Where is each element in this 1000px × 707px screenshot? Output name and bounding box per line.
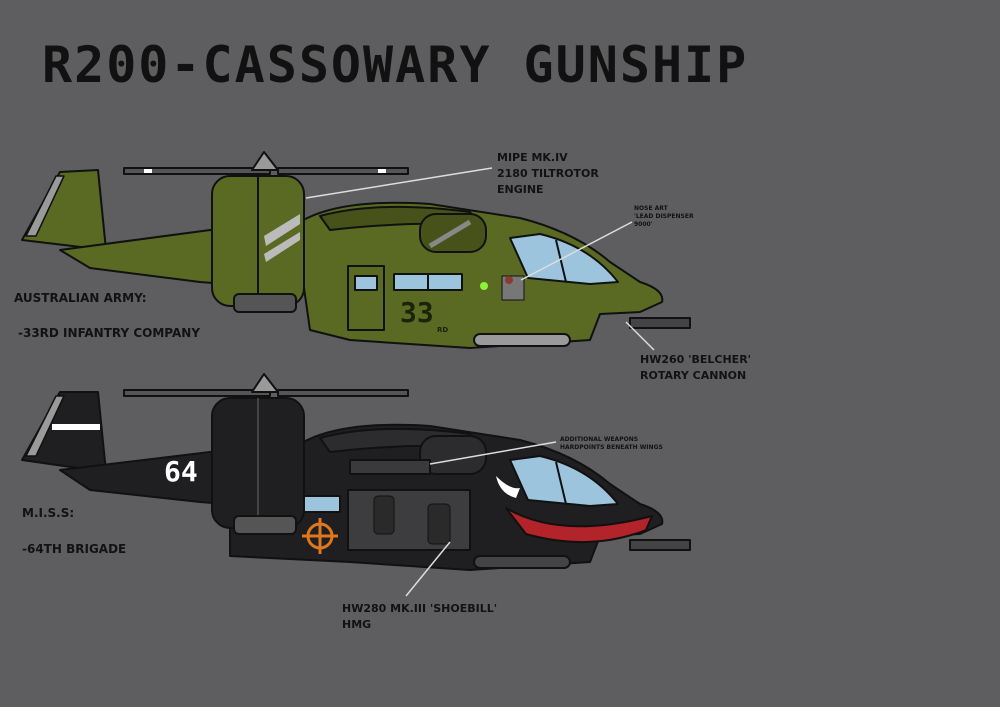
engine-label: MIPE MK.IV 2180 TILTROTOR ENGINE (497, 150, 599, 198)
wings-label: ADDITIONAL WEAPONS HARDPOINTS BENEATH WI… (560, 436, 663, 452)
nose-art-label-line: NOSE ART (634, 205, 668, 212)
page-title: R200-CASSOWARY GUNSHIP (42, 36, 749, 94)
engine-label-line: 2180 TILTROTOR (497, 167, 599, 180)
engine-label-line: MIPE MK.IV (497, 151, 568, 164)
top-fuselage (299, 201, 664, 349)
hmg-label: HW280 MK.III 'SHOEBILL' HMG (342, 601, 497, 633)
cannon-label: HW260 'BELCHER' ROTARY CANNON (640, 352, 751, 384)
top-hull-number: 33 (400, 296, 434, 329)
top-tiltrotor-engine (211, 175, 305, 313)
bottom-tiltrotor-engine (211, 397, 305, 535)
bottom-rotor-blades (123, 373, 409, 397)
bottom-unit: -64TH BRIGADE (22, 542, 127, 556)
bottom-cockpit-glass (509, 455, 619, 507)
bottom-tail-fin (21, 391, 107, 473)
nose-art-label-line: 9000' (634, 221, 653, 228)
bottom-hull-number: 64 (164, 455, 198, 488)
top-rotor-blades (123, 151, 409, 175)
cannon-label-line: ROTARY CANNON (640, 369, 747, 382)
olive-gunship (21, 151, 691, 351)
hmg-label-line: HW280 MK.III 'SHOEBILL' (342, 602, 498, 615)
cannon-label-line: HW260 'BELCHER' (640, 353, 752, 366)
wings-label-line: ADDITIONAL WEAPONS (560, 436, 639, 443)
nose-art-label: NOSE ART 'LEAD DISPENSER 9000' (634, 205, 694, 229)
black-gunship (21, 373, 691, 597)
bottom-operator: M.I.S.S: (22, 506, 75, 520)
wings-label-line: HARDPOINTS BENEATH WINGS (560, 444, 663, 451)
top-hull-suffix: RD (437, 326, 449, 334)
bottom-soldiers (373, 495, 451, 545)
hmg-label-line: HMG (342, 618, 372, 631)
top-rotary-cannon (629, 317, 691, 329)
top-unit: -33RD INFANTRY COMPANY (18, 326, 201, 340)
bottom-troop-bay (347, 489, 471, 551)
top-tail-fin (21, 169, 107, 251)
top-operator: AUSTRALIAN ARMY: (14, 291, 147, 305)
crosshair-emblem-icon (302, 518, 338, 554)
bottom-rotary-cannon (629, 539, 691, 551)
nose-art-label-line: 'LEAD DISPENSER (634, 213, 694, 220)
shark-mouth-nose-art (505, 507, 653, 544)
engine-label-line: ENGINE (497, 183, 544, 196)
nose-art-figure (480, 275, 525, 301)
